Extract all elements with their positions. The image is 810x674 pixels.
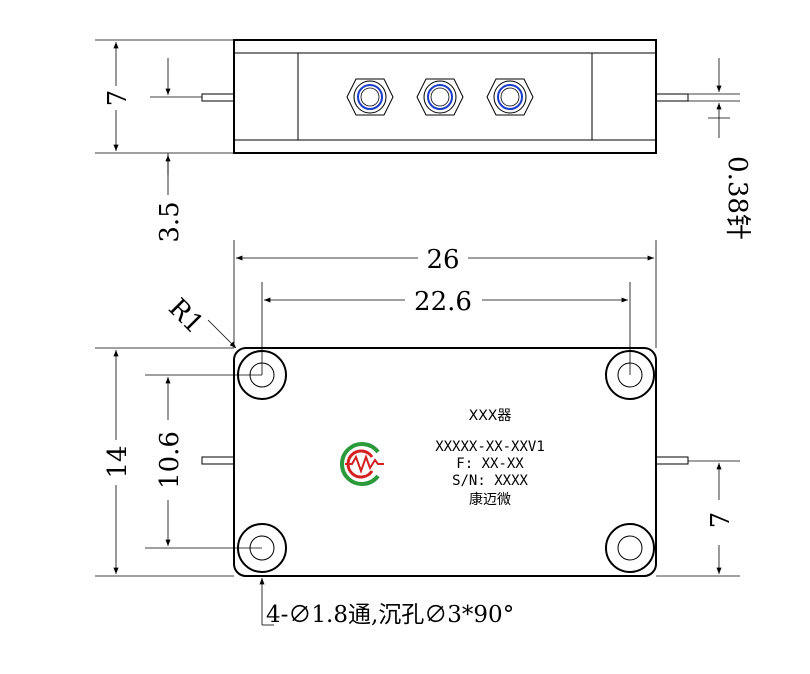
hole-spacing-y-dim: 10.6 — [155, 431, 185, 489]
connector-3 — [486, 78, 534, 116]
connector-2 — [416, 78, 464, 116]
right-pin — [655, 93, 689, 102]
front-view-body — [233, 347, 657, 577]
width-dim: 26 — [426, 245, 459, 275]
left-pin — [201, 93, 235, 102]
hole-spacing-x-dim: 22.6 — [414, 287, 472, 317]
pin-height-dim: 7 — [706, 512, 736, 529]
height-dim: 14 — [103, 445, 133, 478]
mount-hole-bottom-right — [605, 523, 655, 573]
front-view: 26 22.6 R1 14 10.6 7 4-∅1.8通,沉孔∅3*90° — [95, 240, 740, 628]
top-view-body — [233, 39, 657, 154]
front-left-pin — [201, 456, 235, 465]
label-title: XXX器 — [469, 408, 512, 424]
connector-1 — [346, 78, 394, 116]
top-view: 7 3.5 0.38针 — [95, 39, 752, 243]
label-serial: S/N: XXXX — [452, 473, 528, 489]
front-right-pin — [655, 456, 689, 465]
pin-offset-dim: 3.5 — [155, 201, 185, 242]
radius-dim: R1 — [162, 293, 209, 340]
top-view-panel — [297, 52, 593, 141]
pin-size-dim: 0.38针 — [722, 156, 752, 240]
label-frequency: F: XX-XX — [456, 456, 524, 472]
top-height-dim: 7 — [103, 90, 133, 107]
label-model: XXXXX-XX-XXV1 — [435, 439, 545, 455]
company-logo — [340, 442, 384, 486]
hole-note: 4-∅1.8通,沉孔∅3*90° — [266, 602, 514, 628]
label-maker: 康迈微 — [469, 491, 511, 508]
